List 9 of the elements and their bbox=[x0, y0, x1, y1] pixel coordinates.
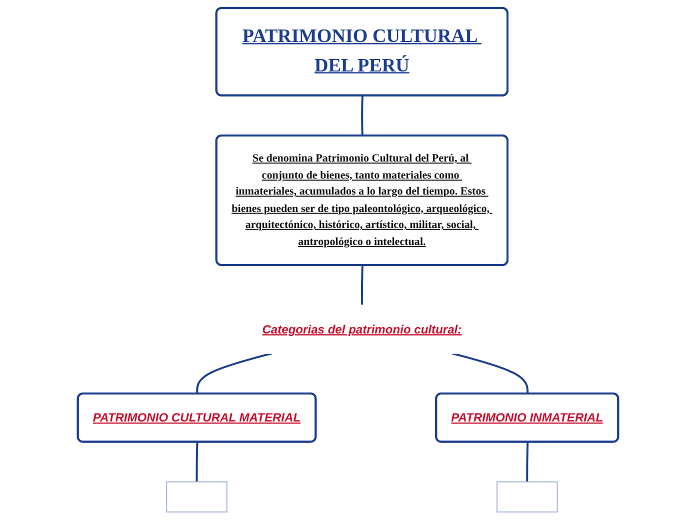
connector bbox=[196, 352, 272, 394]
node-box bbox=[496, 481, 558, 512]
connector bbox=[196, 442, 198, 482]
connector bbox=[526, 442, 529, 482]
node-box bbox=[166, 481, 228, 512]
connector bbox=[361, 96, 364, 136]
connector bbox=[360, 266, 364, 306]
node-text: Categorias del patrimonio cultural: bbox=[262, 322, 462, 336]
connector bbox=[452, 352, 529, 394]
